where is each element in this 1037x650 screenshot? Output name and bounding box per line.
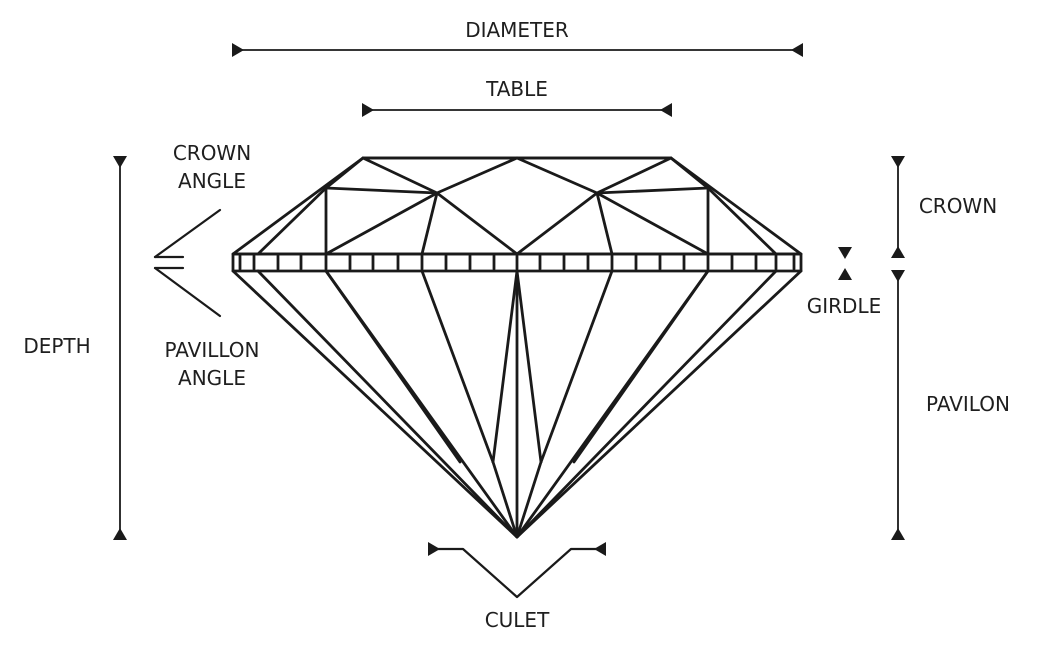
crown-arrow-bottom — [891, 246, 905, 258]
pavilion-dimension: PAVILON — [891, 270, 1010, 540]
pavilion-angle-label-line1: PAVILLON — [164, 338, 259, 362]
culet-arrow-left — [428, 542, 440, 556]
pavilion-angle-label-line2: ANGLE — [178, 366, 246, 390]
depth-label: DEPTH — [23, 334, 90, 358]
pavilion-angle-line — [153, 266, 222, 318]
table-arrow-left — [362, 103, 374, 117]
diameter-arrow-left — [232, 43, 244, 57]
pavilion-arrow-bottom — [891, 528, 905, 540]
crown-arrow-top — [891, 156, 905, 168]
crown-angle-line — [153, 208, 222, 259]
girdle-label: GIRDLE — [807, 294, 881, 318]
diameter-label: DIAMETER — [465, 18, 569, 42]
diamond — [231, 156, 803, 539]
diameter-dimension: DIAMETER — [232, 18, 803, 57]
culet-bracket — [436, 547, 598, 599]
girdle-arrow-top — [838, 247, 852, 259]
culet-arrow-right — [594, 542, 606, 556]
diamond-crown — [231, 156, 803, 256]
culet-label: CULET — [485, 608, 550, 632]
culet-indicator: CULET — [428, 542, 606, 632]
girdle-arrow-bottom — [838, 268, 852, 280]
crown-outline — [231, 156, 803, 256]
depth-dimension: DEPTH — [23, 156, 127, 540]
table-arrow-right — [660, 103, 672, 117]
pavilion-arrow-top — [891, 270, 905, 282]
depth-arrow-bottom — [113, 528, 127, 540]
pavilion-angle-indicator: PAVILLON ANGLE — [153, 266, 260, 390]
diamond-girdle — [231, 252, 803, 273]
crown-dimension: CROWN — [891, 156, 997, 258]
crown-label: CROWN — [919, 194, 997, 218]
depth-arrow-top — [113, 156, 127, 168]
crown-angle-label-line2: ANGLE — [178, 169, 246, 193]
pavilion-label: PAVILON — [926, 392, 1010, 416]
diameter-arrow-right — [791, 43, 803, 57]
table-label: TABLE — [485, 77, 548, 101]
girdle-dimension: GIRDLE — [807, 247, 881, 318]
table-dimension: TABLE — [362, 77, 672, 117]
crown-angle-label-line1: CROWN — [173, 141, 251, 165]
diamond-pavilion — [231, 269, 803, 539]
crown-angle-indicator: CROWN ANGLE — [153, 141, 251, 259]
